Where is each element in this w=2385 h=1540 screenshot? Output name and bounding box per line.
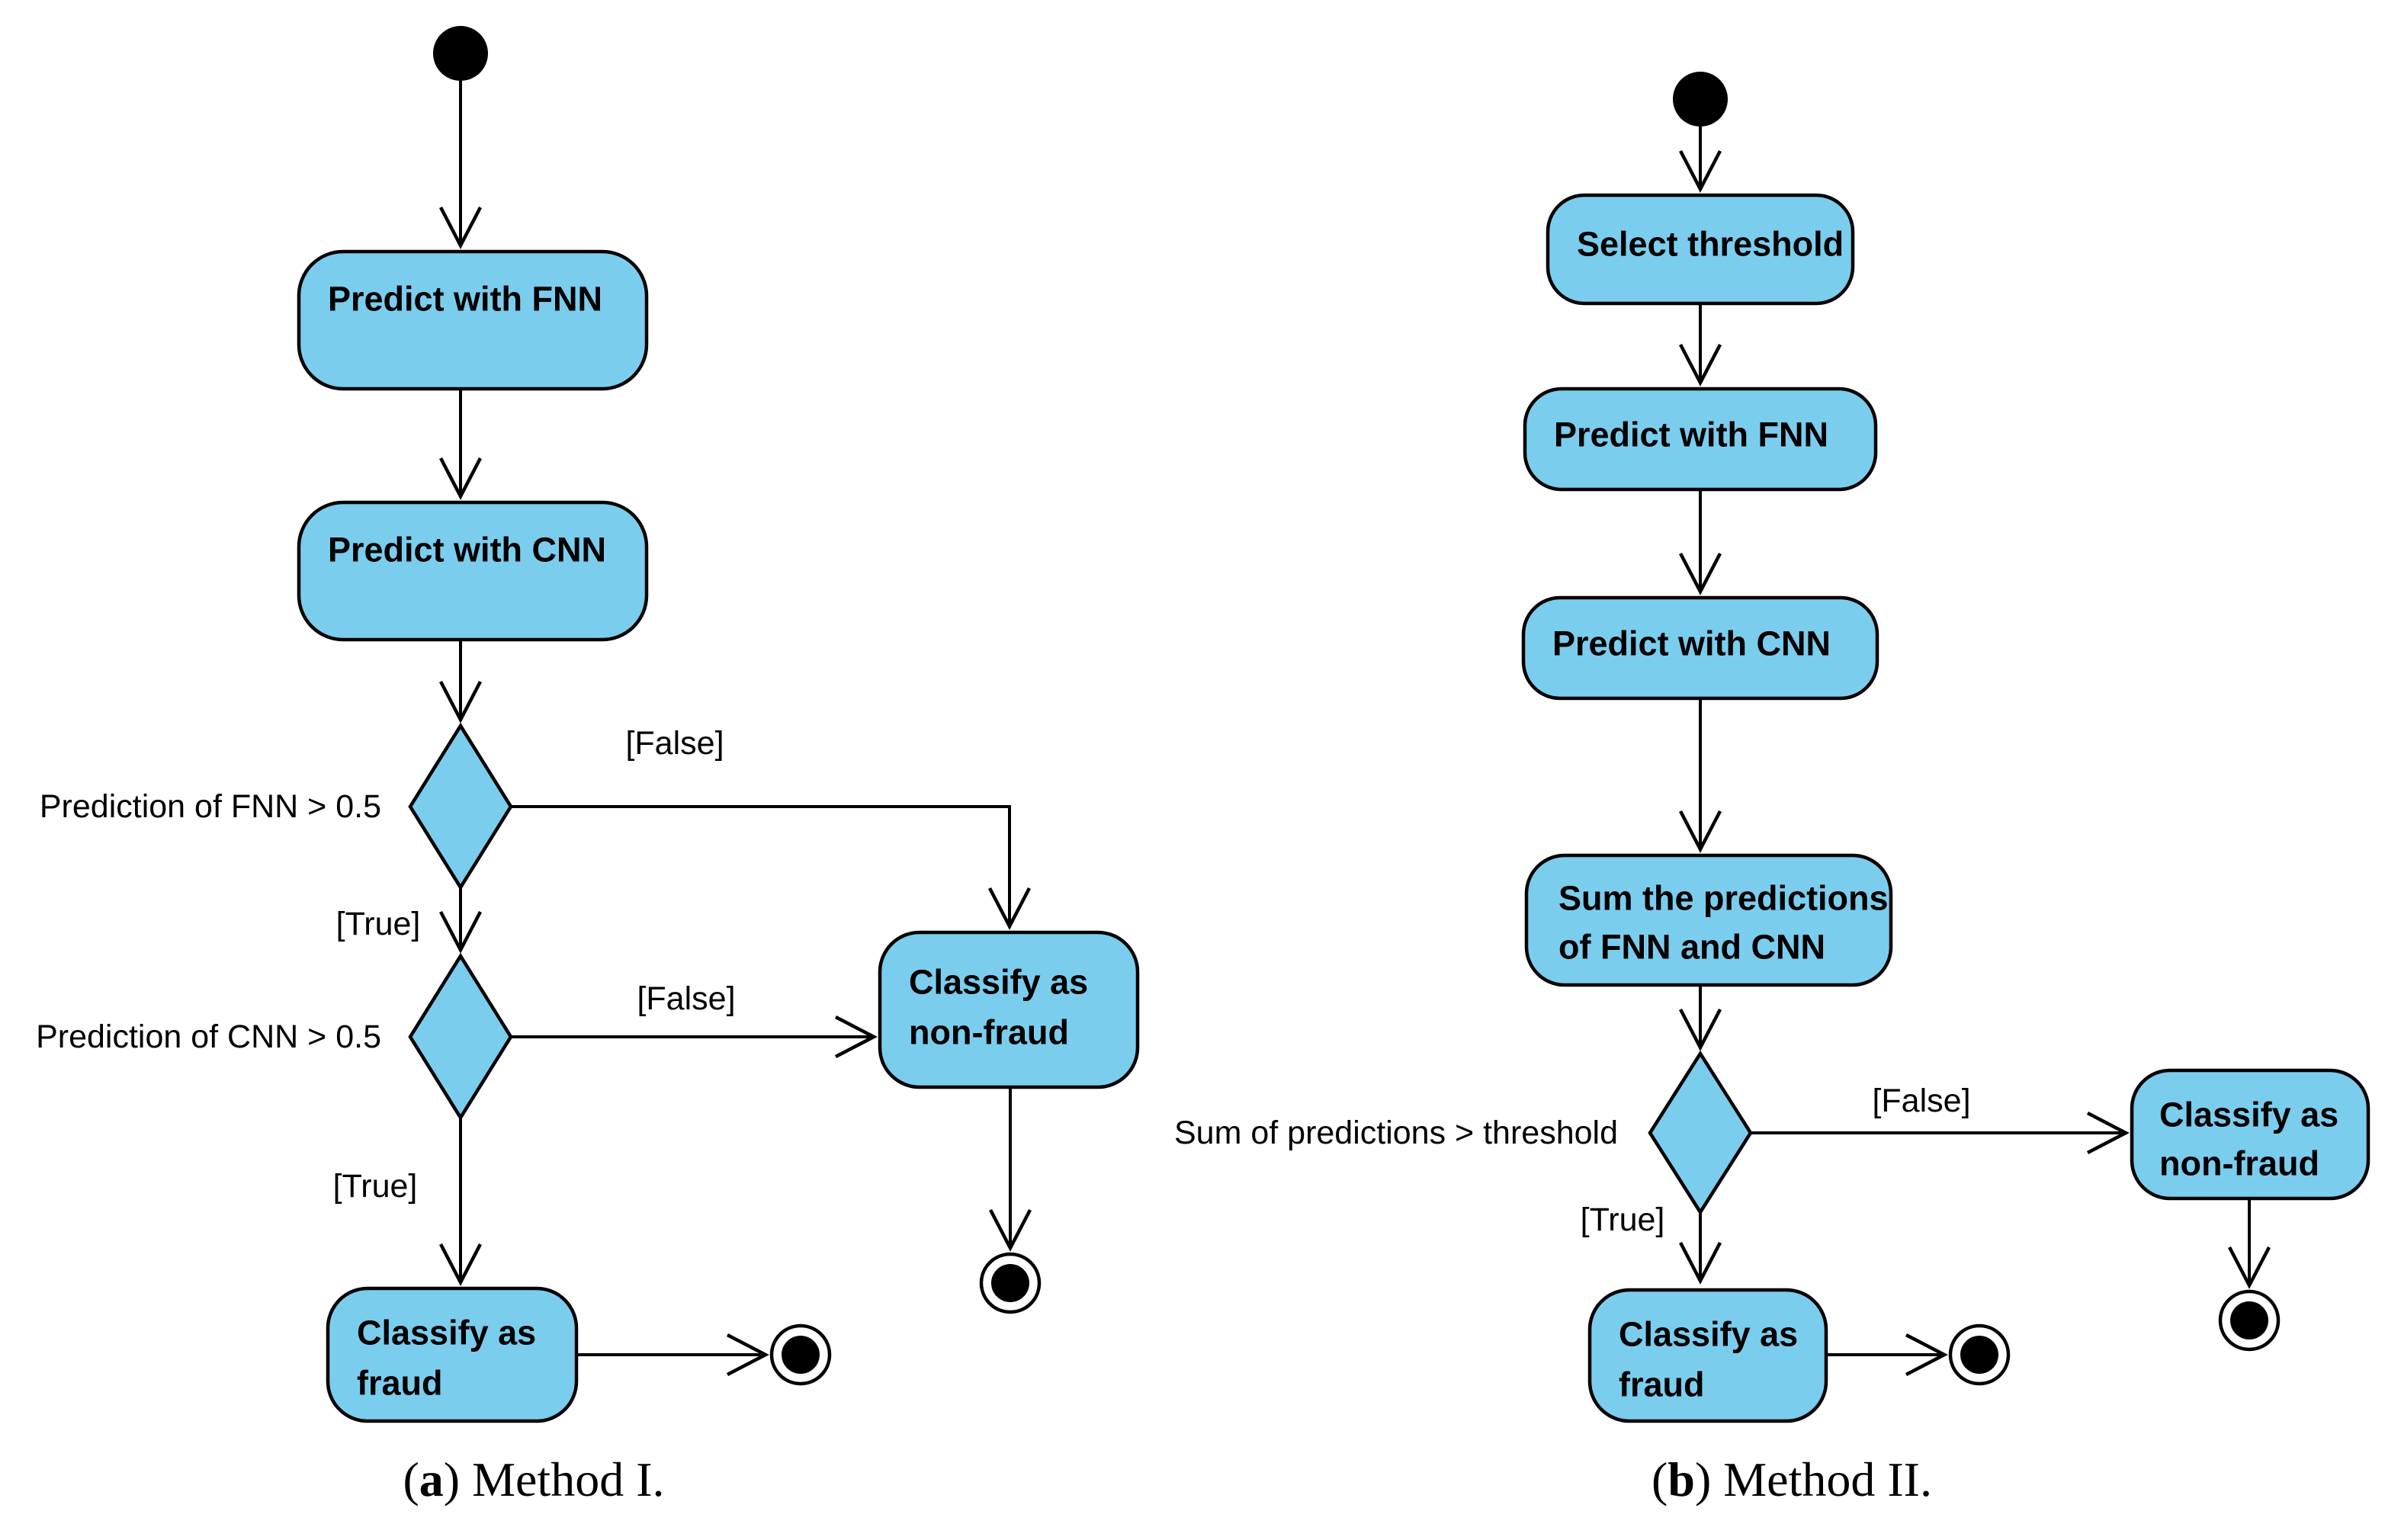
guard-false-decision-b: [False]: [1872, 1083, 1970, 1119]
decision-fnn-threshold-label: Prediction of FNN > 0.5: [40, 788, 381, 825]
end-node-fraud-a-dot: [782, 1336, 820, 1374]
activity-classify-fraud-a-line1: Classify as: [357, 1314, 536, 1352]
caption-b-rest: ) Method II.: [1695, 1452, 1932, 1506]
decision-sum-threshold-label: Sum of predictions > threshold: [1174, 1115, 1618, 1151]
start-node-b: [1673, 72, 1728, 127]
activity-classify-nonfraud-a-line1: Classify as: [909, 963, 1088, 1002]
guard-true-decision2-a: [True]: [333, 1168, 418, 1205]
activity-sum-predictions: [1524, 853, 1893, 987]
end-node-nonfraud-a-dot: [991, 1264, 1029, 1302]
caption-b-letter: b: [1668, 1452, 1695, 1506]
caption-b-open: (: [1652, 1452, 1668, 1506]
decision-sum-threshold: [1648, 1050, 1753, 1216]
activity-sum-predictions-line2: of FNN and CNN: [1558, 928, 1825, 967]
edge-decision1-false-a: [511, 805, 1031, 930]
activity-classify-nonfraud-a: [878, 930, 1140, 1089]
guard-true-decision1-a: [True]: [336, 906, 421, 942]
activity-classify-fraud-b-line1: Classify as: [1619, 1315, 1798, 1354]
activity-predict-fnn-a: [297, 249, 649, 391]
decision-fnn-threshold: [408, 722, 513, 891]
guard-false-decision1-a: [False]: [625, 725, 724, 762]
activity-predict-fnn-a-label: Predict with FNN: [328, 280, 602, 319]
activity-sum-predictions-line1: Sum the predictions: [1558, 879, 1889, 918]
diagram-method-1: Predict with FNN Predict with CNN Predic…: [36, 26, 1140, 1506]
end-node-nonfraud-b-dot: [2230, 1301, 2268, 1339]
caption-method-1: (a) Method I.: [403, 1452, 664, 1506]
decision-cnn-threshold: [408, 952, 513, 1121]
caption-a-rest: ) Method I.: [444, 1452, 665, 1506]
activity-predict-cnn-a: [297, 500, 649, 642]
decision-cnn-threshold-label: Prediction of CNN > 0.5: [36, 1019, 381, 1055]
activity-classify-nonfraud-b-line1: Classify as: [2159, 1096, 2338, 1134]
activity-classify-fraud-a-line2: fraud: [357, 1364, 443, 1403]
activity-classify-nonfraud-a-line2: non-fraud: [909, 1013, 1069, 1052]
caption-a-open: (: [403, 1452, 419, 1506]
activity-classify-fraud-b-line2: fraud: [1619, 1365, 1705, 1404]
activity-predict-cnn-a-label: Predict with CNN: [328, 531, 606, 569]
start-node-a: [433, 26, 488, 81]
diagram-method-2: Select threshold Predict with FNN Predic…: [1174, 72, 2371, 1506]
activity-classify-nonfraud-b-line2: non-fraud: [2159, 1144, 2319, 1183]
activity-predict-cnn-b-label: Predict with CNN: [1552, 624, 1831, 663]
caption-a-letter: a: [419, 1452, 444, 1506]
guard-false-decision2-a: [False]: [637, 980, 735, 1017]
guard-true-decision-b: [True]: [1581, 1202, 1665, 1238]
activity-predict-fnn-b-label: Predict with FNN: [1554, 415, 1828, 454]
caption-method-2: (b) Method II.: [1652, 1452, 1932, 1506]
activity-select-threshold-label: Select threshold: [1577, 225, 1844, 264]
end-node-fraud-b-dot: [1960, 1336, 1998, 1374]
